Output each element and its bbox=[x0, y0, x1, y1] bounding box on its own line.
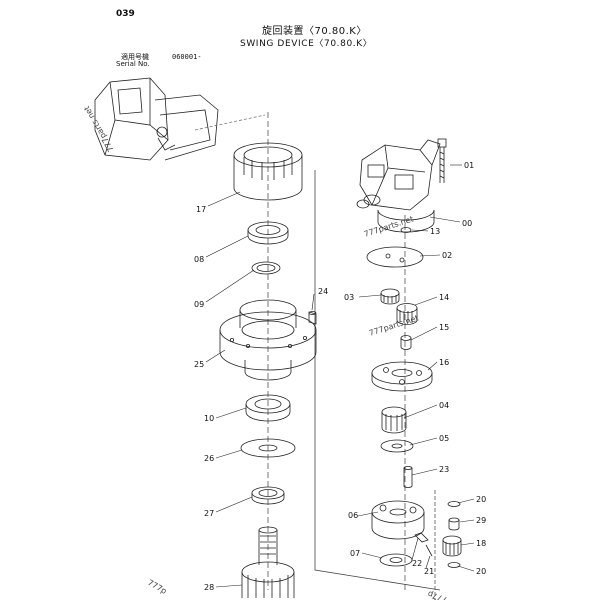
needle-bearing-15 bbox=[400, 335, 412, 350]
title-english: SWING DEVICE〈70.80.K〉 bbox=[240, 39, 373, 49]
callout-08: 08 bbox=[194, 255, 204, 264]
carrier-16 bbox=[371, 361, 433, 392]
callout-17: 17 bbox=[196, 205, 206, 214]
callout-09: 09 bbox=[194, 300, 204, 309]
watermark-1: 777parts.net bbox=[82, 104, 116, 153]
callout-27: 27 bbox=[204, 509, 214, 518]
serial-label-japanese: 適用号機 bbox=[121, 53, 149, 61]
plate-26 bbox=[240, 438, 296, 458]
callout-04: 04 bbox=[439, 401, 449, 410]
watermark-5: 777p bbox=[426, 589, 448, 600]
carrier-06 bbox=[371, 500, 425, 540]
callout-06: 06 bbox=[348, 511, 358, 520]
callout-05: 05 bbox=[439, 434, 449, 443]
callout-20-lower: 20 bbox=[476, 567, 486, 576]
callout-03: 03 bbox=[344, 293, 354, 302]
callout-25: 25 bbox=[194, 360, 204, 369]
sun-gear-03 bbox=[380, 288, 400, 305]
pinion-shaft-28 bbox=[241, 526, 295, 598]
washer-20-upper bbox=[447, 501, 461, 507]
callout-26: 26 bbox=[204, 454, 214, 463]
collar-27 bbox=[251, 486, 285, 505]
plate-02 bbox=[366, 246, 424, 268]
callout-15: 15 bbox=[439, 323, 449, 332]
needle-bearing-29 bbox=[448, 517, 460, 531]
pin-21 bbox=[425, 544, 433, 557]
page-number: 039 bbox=[116, 9, 135, 19]
swing-motor-00 bbox=[356, 139, 441, 233]
planet-gear-18 bbox=[442, 535, 462, 557]
sun-gear-04 bbox=[381, 406, 407, 434]
callout-24: 24 bbox=[318, 287, 328, 296]
callout-00: 00 bbox=[462, 219, 472, 228]
excavator-cab-illustration bbox=[94, 77, 219, 161]
watermarks: 777parts.net 777parts.net 777parts.net 7… bbox=[82, 104, 449, 600]
serial-label-english: Serial No. bbox=[116, 60, 150, 68]
washer-20-lower bbox=[447, 562, 461, 568]
callout-13: 13 bbox=[430, 227, 440, 236]
thrust-washer-07 bbox=[379, 553, 413, 567]
bearing-08 bbox=[247, 221, 289, 245]
housing-25 bbox=[219, 299, 317, 381]
ring-gear-17 bbox=[233, 142, 303, 201]
watermark-3: 777parts.net bbox=[368, 313, 420, 337]
spring-pin-22 bbox=[414, 532, 429, 543]
callout-labels: 01 00 13 02 03 14 15 16 04 05 23 20 29 1… bbox=[194, 161, 486, 592]
callout-14: 14 bbox=[439, 293, 449, 302]
callout-07: 07 bbox=[350, 549, 360, 558]
callout-22: 22 bbox=[412, 559, 422, 568]
callout-21: 21 bbox=[424, 567, 434, 576]
title-japanese: 旋回装置〈70.80.K〉 bbox=[262, 26, 367, 37]
callout-18: 18 bbox=[476, 539, 486, 548]
callout-02: 02 bbox=[442, 251, 452, 260]
watermark-4: 777p bbox=[146, 578, 168, 596]
pin-23 bbox=[403, 466, 413, 488]
callout-16: 16 bbox=[439, 358, 449, 367]
callout-28: 28 bbox=[204, 583, 214, 592]
callout-23: 23 bbox=[439, 465, 449, 474]
bolt-01 bbox=[437, 138, 447, 183]
callout-10: 10 bbox=[204, 414, 214, 423]
callout-01: 01 bbox=[464, 161, 474, 170]
oil-seal-09 bbox=[251, 261, 281, 275]
pin-24 bbox=[308, 311, 317, 325]
serial-number-value: 060001- bbox=[172, 53, 202, 61]
callout-29: 29 bbox=[476, 516, 486, 525]
callout-20-upper: 20 bbox=[476, 495, 486, 504]
bearing-10 bbox=[245, 394, 291, 422]
o-ring-13 bbox=[400, 227, 412, 233]
leader-lines bbox=[205, 164, 475, 588]
planet-gear-14 bbox=[396, 303, 418, 325]
thrust-plate-05 bbox=[380, 439, 414, 453]
